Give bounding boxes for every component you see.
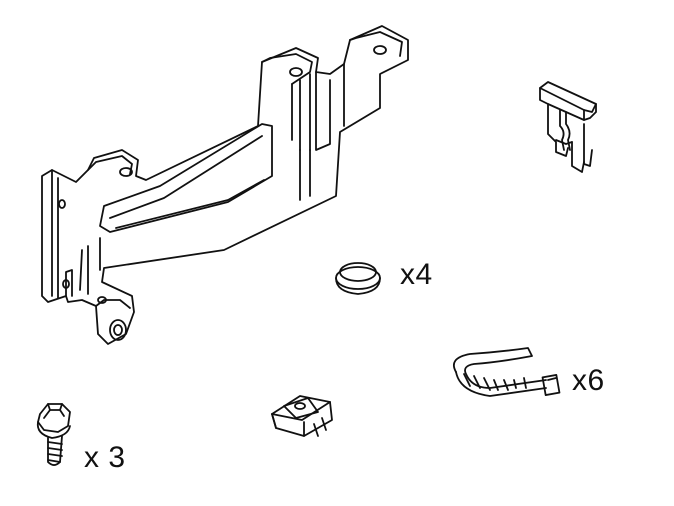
cap-quantity-label: x4 bbox=[400, 258, 433, 291]
mounting-bracket bbox=[41, 25, 409, 345]
bolt-quantity-label: x 3 bbox=[84, 441, 126, 474]
cable-tie bbox=[452, 347, 561, 397]
cap-button bbox=[335, 262, 381, 295]
blade-fuse bbox=[539, 81, 597, 173]
flange-bolt bbox=[36, 403, 71, 466]
spring-nut-clip bbox=[271, 395, 333, 437]
tie-quantity-label: x6 bbox=[572, 364, 605, 397]
